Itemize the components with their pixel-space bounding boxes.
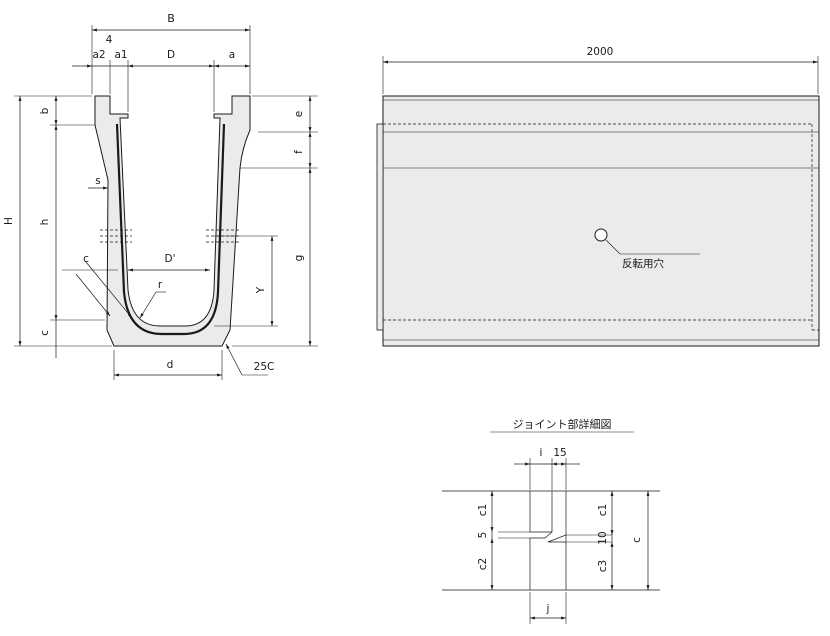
label-d: d <box>167 359 174 371</box>
side-view-body <box>382 95 820 347</box>
rebar-line <box>115 123 226 336</box>
side-view: 2000 反転用穴 <box>376 46 820 347</box>
label-j: j <box>546 603 550 615</box>
label-15: 15 <box>553 447 566 459</box>
label-s: s <box>95 175 100 187</box>
joint-title: ジョイント部詳細図 <box>513 417 612 431</box>
label-c1-right: c1 <box>597 504 609 516</box>
label-i: i <box>540 447 543 459</box>
label-4: 4 <box>106 34 113 46</box>
label-c-left: c <box>39 330 51 336</box>
label-B: B <box>167 12 175 25</box>
label-f: f <box>293 150 305 154</box>
label-length: 2000 <box>587 46 614 58</box>
label-g: g <box>293 255 305 262</box>
label-Y: Y <box>255 286 267 294</box>
label-c1-left: c1 <box>477 504 489 516</box>
lift-holes-left <box>100 229 132 243</box>
label-h: h <box>39 219 51 226</box>
label-25C: 25C <box>254 361 275 373</box>
reversal-hole-icon <box>594 228 608 242</box>
label-hole: 反転用穴 <box>622 257 664 270</box>
label-a: a <box>229 49 235 61</box>
label-c-diag: c <box>83 253 89 265</box>
label-r: r <box>158 279 163 291</box>
label-b: b <box>39 107 51 114</box>
label-D: D <box>167 49 175 61</box>
label-a2: a2 <box>92 49 105 61</box>
label-c2: c2 <box>477 558 489 570</box>
label-10: 10 <box>597 531 609 544</box>
label-H: H <box>3 217 15 225</box>
cross-section-view: B 4 a2 a1 D a H b h c s c <box>3 12 318 380</box>
label-a1: a1 <box>114 49 127 61</box>
label-c-total: c <box>631 537 643 543</box>
channel-body <box>94 95 251 347</box>
label-D-prime: D' <box>165 253 176 265</box>
joint-detail: ジョイント部詳細図 i 15 c1 5 c2 <box>442 417 660 624</box>
label-c3: c3 <box>597 560 609 572</box>
label-5: 5 <box>477 532 489 539</box>
label-e: e <box>293 111 305 117</box>
